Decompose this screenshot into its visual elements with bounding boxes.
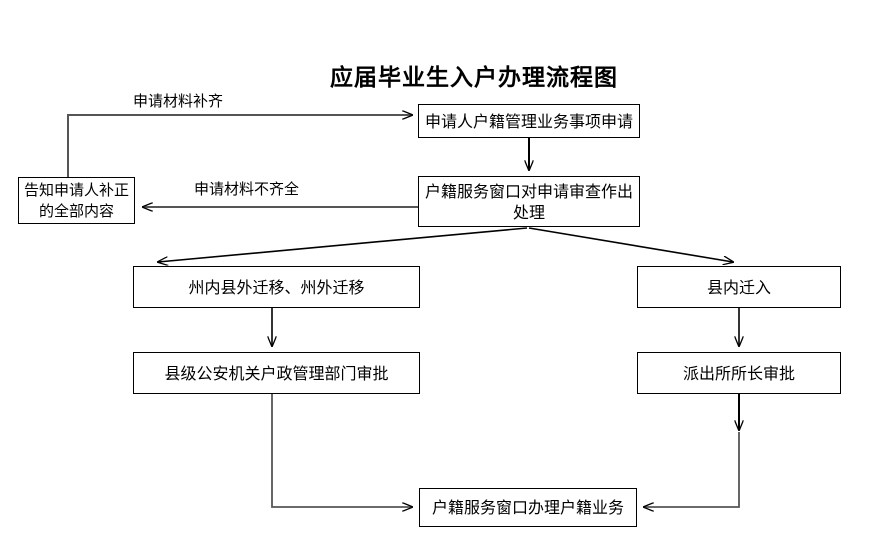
edge-label-materials-incomplete: 申请材料不齐全 [194, 180, 300, 198]
edge-notify-to-apply [67, 115, 412, 177]
edge-review-to-in-county [528, 227, 733, 262]
edge-county-appr-to-handle [271, 394, 412, 507]
node-handle-business-label: 户籍服务窗口办理户籍业务 [431, 498, 624, 517]
node-review[interactable]: 户籍服务窗口对申请审查作出处理 [418, 176, 640, 227]
node-in-county[interactable]: 县内迁入 [637, 266, 841, 308]
node-apply-label: 申请人户籍管理业务事项申请 [424, 111, 633, 131]
node-station-approval-label: 派出所所长审批 [682, 363, 795, 383]
node-station-approval[interactable]: 派出所所长审批 [637, 352, 841, 394]
node-out-county[interactable]: 州内县外迁移、州外迁移 [133, 266, 420, 308]
node-review-label: 户籍服务窗口对申请审查作出处理 [424, 181, 633, 222]
node-county-approval-label: 县级公安机关户政管理部门审批 [164, 363, 389, 383]
node-apply[interactable]: 申请人户籍管理业务事项申请 [418, 104, 640, 138]
node-in-county-label: 县内迁入 [706, 277, 771, 297]
node-out-county-label: 州内县外迁移、州外迁移 [188, 277, 365, 297]
node-notify-label: 告知申请人补正的全部内容 [23, 180, 129, 220]
node-handle-business[interactable]: 户籍服务窗口办理户籍业务 [419, 488, 637, 527]
edge-station-appr-to-handle [644, 432, 740, 507]
edge-review-to-out-county [158, 227, 528, 262]
edge-label-materials-complete: 申请材料补齐 [133, 92, 224, 110]
page-title: 应届毕业生入户办理流程图 [330, 65, 618, 91]
node-notify[interactable]: 告知申请人补正的全部内容 [18, 177, 135, 224]
node-county-approval[interactable]: 县级公安机关户政管理部门审批 [133, 352, 420, 394]
